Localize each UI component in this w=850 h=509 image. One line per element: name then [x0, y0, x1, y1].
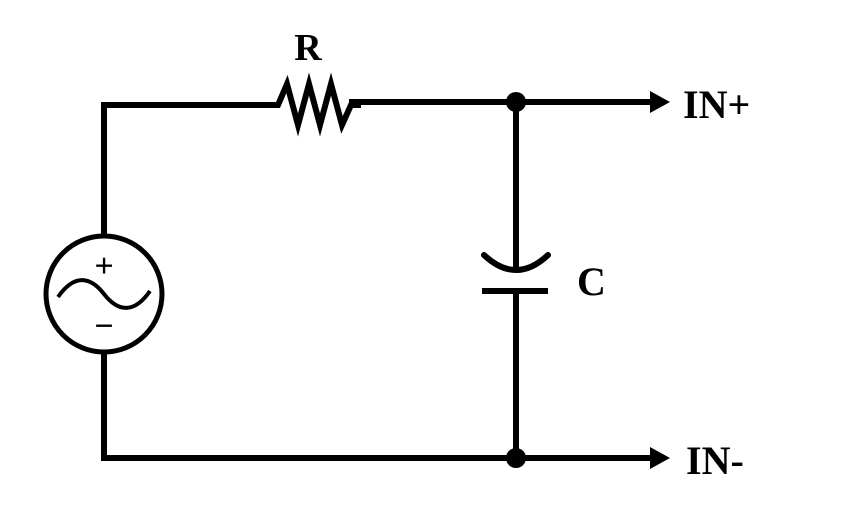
resistor	[265, 72, 361, 137]
capacitor-label: C	[577, 259, 606, 304]
arrow-positive-output	[650, 91, 670, 113]
junction-dot-top	[506, 92, 526, 112]
ac-voltage-source-icon: + −	[43, 233, 165, 355]
capacitor-curved-plate	[481, 252, 551, 273]
wire-source-bottom	[101, 350, 519, 461]
source-plus-symbol: +	[94, 248, 113, 285]
junction-dot-bottom	[506, 448, 526, 468]
output-positive-label: IN+	[683, 82, 750, 127]
sine-wave-icon	[56, 278, 152, 310]
arrow-negative-output	[650, 447, 670, 469]
source-minus-symbol: −	[94, 308, 113, 345]
output-negative-label: IN-	[686, 438, 744, 483]
resistor-label: R	[294, 27, 322, 69]
wire-source-to-resistor	[101, 102, 271, 239]
